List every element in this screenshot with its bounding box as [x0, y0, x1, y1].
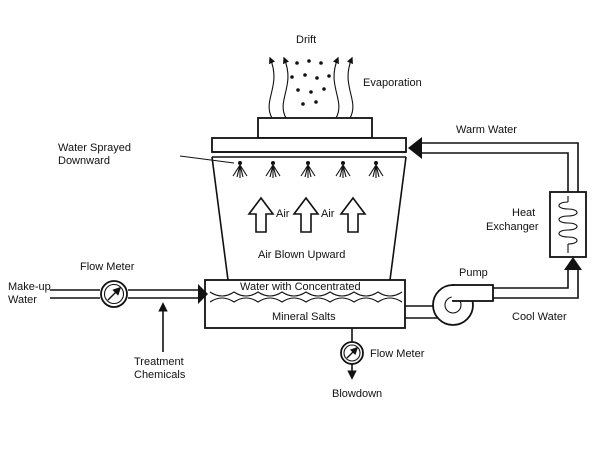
- label-flow-meter-bottom: Flow Meter: [370, 348, 425, 360]
- label-evaporation: Evaporation: [363, 77, 422, 89]
- spray-leader-line: [179, 155, 235, 164]
- label-treatment: Treatment: [134, 356, 184, 368]
- air-arrows: [247, 196, 367, 233]
- label-chemicals: Chemicals: [134, 369, 186, 381]
- tower-right-wall: [389, 156, 407, 281]
- flow-meter-makeup: [100, 280, 128, 308]
- fan-stack: [257, 117, 373, 139]
- label-cool-water: Cool Water: [512, 311, 567, 323]
- label-exchanger: Exchanger: [486, 221, 539, 233]
- label-air-1: Air: [276, 208, 290, 220]
- tower-top-deck: [211, 137, 407, 153]
- label-basin-line2: Mineral Salts: [272, 311, 336, 323]
- cool-water-pipe: [493, 257, 582, 299]
- label-downward: Downward: [58, 155, 110, 167]
- label-makeup-water: Water: [8, 294, 37, 306]
- tower-left-wall: [211, 156, 229, 281]
- label-heat: Heat: [512, 207, 535, 219]
- label-water-sprayed: Water Sprayed: [58, 142, 131, 154]
- pump: [432, 284, 494, 326]
- water-basin: [204, 279, 406, 329]
- drift-droplets: [290, 59, 331, 106]
- warm-water-pipe: [408, 137, 579, 192]
- basin-water-surface: [209, 291, 403, 297]
- label-makeup: Make-up: [8, 281, 51, 293]
- flow-meter-blowdown: [340, 341, 364, 365]
- label-blowdown: Blowdown: [332, 388, 382, 400]
- makeup-water-pipe: [50, 284, 208, 304]
- evaporation-arrows: [268, 56, 354, 119]
- label-drift: Drift: [296, 34, 316, 46]
- heat-exchanger: [549, 191, 587, 258]
- label-basin-line1: Water with Concentrated: [240, 281, 361, 293]
- spray-nozzles: [232, 161, 384, 178]
- label-air-2: Air: [321, 208, 335, 220]
- label-warm-water: Warm Water: [456, 124, 517, 136]
- label-pump: Pump: [459, 267, 488, 279]
- label-air-blown-upward: Air Blown Upward: [258, 249, 345, 261]
- label-flow-meter-top: Flow Meter: [80, 261, 135, 273]
